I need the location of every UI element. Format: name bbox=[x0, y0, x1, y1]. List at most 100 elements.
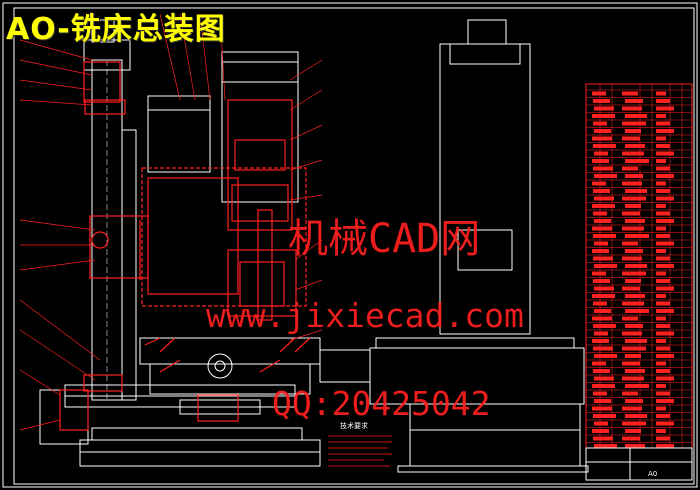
table-row-mark bbox=[593, 324, 616, 328]
table-row-mark bbox=[625, 279, 641, 283]
table-row-mark bbox=[593, 436, 613, 441]
table-row-mark bbox=[656, 421, 674, 426]
table-row-mark bbox=[625, 444, 645, 448]
table-row-mark bbox=[594, 331, 608, 336]
table-row-mark bbox=[625, 189, 647, 193]
table-row-mark bbox=[656, 391, 670, 396]
table-row-mark bbox=[592, 159, 609, 163]
table-row-mark bbox=[592, 339, 609, 343]
table-row-mark bbox=[656, 181, 666, 186]
table-row-mark bbox=[656, 136, 666, 141]
front-view-red-parts bbox=[59, 61, 311, 431]
table-row-mark bbox=[622, 436, 640, 441]
table-row-mark bbox=[594, 196, 614, 201]
table-row-mark bbox=[593, 144, 616, 148]
parts-table-rows bbox=[586, 84, 692, 448]
table-row-mark bbox=[593, 279, 610, 283]
drawing-title: AO-铣床总装图 bbox=[6, 12, 226, 47]
table-row-mark bbox=[622, 136, 640, 141]
table-row-mark bbox=[622, 196, 646, 201]
table-row-mark bbox=[625, 339, 647, 343]
table-row-mark bbox=[656, 91, 666, 96]
table-row-mark bbox=[656, 99, 670, 103]
table-row-mark bbox=[594, 106, 614, 111]
table-row-mark bbox=[622, 151, 644, 156]
table-row-mark bbox=[625, 204, 641, 208]
table-row-mark bbox=[594, 174, 617, 178]
table-row-mark bbox=[594, 444, 617, 448]
table-row-mark bbox=[622, 226, 644, 231]
table-row-mark bbox=[592, 294, 615, 298]
table-row-mark bbox=[656, 309, 674, 313]
table-row-mark bbox=[656, 256, 670, 261]
table-row-mark bbox=[625, 414, 647, 418]
table-row-mark bbox=[656, 384, 666, 388]
table-row-mark bbox=[625, 384, 649, 388]
table-row-mark bbox=[656, 174, 674, 178]
table-row-mark bbox=[592, 384, 615, 388]
watermark-qq: QQ:20425042 bbox=[272, 384, 491, 423]
table-row-mark bbox=[622, 181, 642, 186]
table-row-mark bbox=[592, 249, 609, 253]
table-row-mark bbox=[625, 144, 645, 148]
left-leader-lines bbox=[19, 39, 101, 431]
table-row-mark bbox=[656, 414, 670, 418]
inner-border bbox=[13, 7, 695, 485]
table-row-mark bbox=[622, 121, 646, 126]
table-row-mark bbox=[622, 361, 640, 366]
table-row-mark bbox=[592, 114, 615, 118]
table-row-mark bbox=[622, 106, 642, 111]
table-row-mark bbox=[656, 324, 670, 328]
table-row-mark bbox=[622, 241, 638, 246]
table-row-mark bbox=[656, 129, 674, 133]
table-row-mark bbox=[625, 159, 649, 163]
table-row-mark bbox=[594, 376, 614, 381]
table-row-mark bbox=[656, 316, 666, 321]
table-row-mark bbox=[656, 271, 666, 276]
table-row-mark bbox=[656, 436, 670, 441]
table-row-mark bbox=[593, 189, 610, 193]
table-row-mark bbox=[593, 346, 613, 351]
table-row-mark bbox=[593, 256, 613, 261]
table-row-mark bbox=[656, 114, 666, 118]
table-row-mark bbox=[625, 249, 643, 253]
table-row-mark bbox=[656, 264, 674, 268]
table-row-mark bbox=[594, 264, 617, 268]
table-row-mark bbox=[592, 136, 612, 141]
table-row-mark bbox=[594, 286, 614, 291]
table-row-mark bbox=[656, 279, 670, 283]
table-row-mark bbox=[622, 91, 638, 96]
table-row-mark bbox=[622, 166, 638, 171]
table-row-mark bbox=[592, 271, 606, 276]
table-row-mark bbox=[622, 286, 640, 291]
table-row-mark bbox=[625, 264, 647, 268]
table-row-mark bbox=[625, 99, 643, 103]
table-row-mark bbox=[592, 316, 612, 321]
table-row-mark bbox=[656, 159, 666, 163]
table-row-mark bbox=[622, 331, 642, 336]
table-row-mark bbox=[656, 346, 670, 351]
table-row-mark bbox=[622, 316, 638, 321]
table-row-mark bbox=[656, 376, 674, 381]
table-row-mark bbox=[656, 406, 666, 411]
table-row-mark bbox=[625, 399, 643, 403]
table-row-mark bbox=[625, 114, 647, 118]
table-row-mark bbox=[656, 241, 674, 246]
table-row-mark bbox=[656, 226, 666, 231]
table-row-mark bbox=[622, 346, 646, 351]
watermark-url: www.jixiecad.com bbox=[206, 296, 524, 335]
table-row-mark bbox=[625, 129, 641, 133]
table-row-mark bbox=[625, 234, 649, 238]
technical-notes: 技术要求 bbox=[328, 421, 392, 467]
table-row-mark bbox=[625, 354, 641, 358]
table-row-mark bbox=[594, 399, 611, 403]
table-footer-label: A0 bbox=[648, 470, 657, 478]
table-row-mark bbox=[625, 369, 645, 373]
table-row-mark bbox=[592, 91, 606, 96]
table-row-mark bbox=[625, 309, 649, 313]
front-view bbox=[39, 19, 321, 467]
table-row-mark bbox=[656, 429, 666, 433]
table-row-mark bbox=[593, 234, 616, 238]
